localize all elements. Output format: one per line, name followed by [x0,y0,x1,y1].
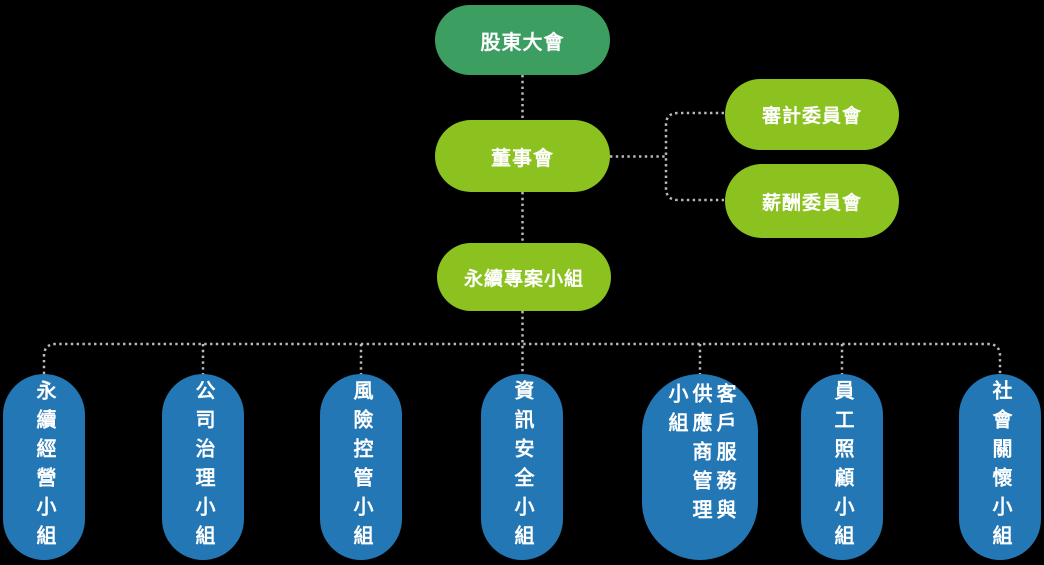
node-team-employee-care-label: 員工照顧小組 [831,380,853,554]
node-team-social-care: 社會關懷小組 [959,374,1041,560]
node-team-social-care-label: 社會關懷小組 [989,380,1011,554]
node-team-sustainable-operation: 永續經營小組 [3,374,85,560]
node-team-employee-care: 員工照顧小組 [801,374,883,560]
node-team-customer-service-supplier-management-label: 客戶服務與供應商管理小組 [665,383,735,528]
node-board-of-directors-label: 董事會 [491,147,554,170]
node-audit-committee: 審計委員會 [725,79,899,150]
node-team-information-security: 資訊安全小組 [481,374,563,560]
node-sustainability-project-team: 永續專案小組 [437,243,611,311]
connector-committees-bracket [664,111,724,202]
node-team-corporate-governance: 公司治理小組 [162,374,244,560]
node-audit-committee-label: 審計委員會 [761,106,862,127]
node-team-risk-control: 風險控管小組 [320,374,402,560]
node-team-customer-service-supplier-management: 客戶服務與供應商管理小組 [642,374,758,560]
node-sustainability-project-team-label: 永續專案小組 [463,268,584,290]
node-team-corporate-governance-label: 公司治理小組 [192,380,214,554]
node-team-sustainable-operation-label: 永續經營小組 [33,380,55,554]
node-shareholders-meeting: 股東大會 [435,5,610,75]
node-shareholders-meeting-label: 股東大會 [480,31,565,54]
node-compensation-committee-label: 薪酬委員會 [761,192,862,214]
node-compensation-committee: 薪酬委員會 [725,164,899,238]
node-team-risk-control-label: 風險控管小組 [350,380,372,554]
node-board-of-directors: 董事會 [435,120,610,192]
node-team-information-security-label: 資訊安全小組 [511,380,533,554]
